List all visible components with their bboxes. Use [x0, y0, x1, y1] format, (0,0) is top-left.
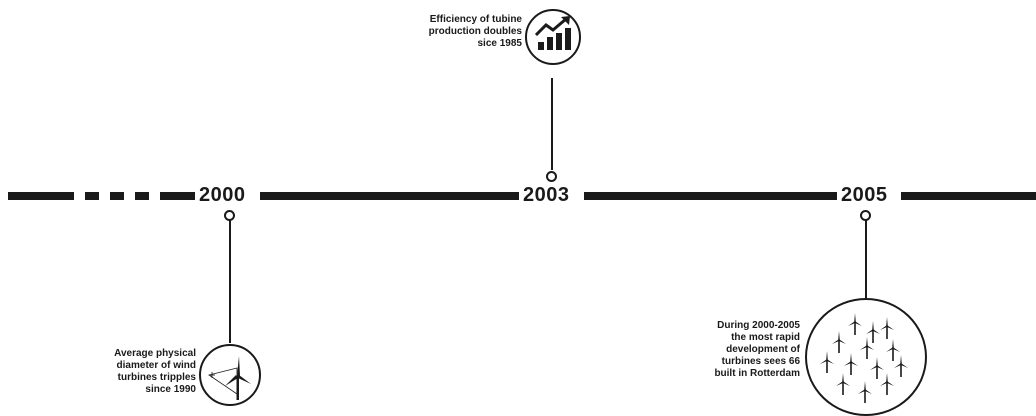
connector-line	[229, 220, 231, 343]
timeline-dash	[85, 192, 99, 200]
small-turbine-icon	[886, 339, 900, 361]
connector-line	[865, 220, 867, 302]
small-turbine-icon	[832, 331, 846, 353]
diameter-caption: Average physical diameter of wind turbin…	[114, 348, 196, 395]
small-turbine-icon	[836, 373, 850, 395]
small-turbine-icon	[870, 357, 884, 379]
small-turbine-icon	[894, 355, 908, 377]
connector-node	[546, 171, 557, 182]
year-label-2000: 2000	[199, 184, 246, 206]
wind-farm-icon	[820, 313, 908, 403]
small-turbine-icon	[848, 313, 862, 335]
timeline-segment	[901, 192, 1036, 200]
year-label-2003: 2003	[523, 184, 570, 206]
year-label-2005: 2005	[841, 184, 888, 206]
diameter-icon-circle	[199, 344, 261, 406]
small-turbine-icon	[880, 373, 894, 395]
small-turbine-icon	[858, 381, 872, 403]
small-turbine-icon	[844, 353, 858, 375]
small-turbine-icon	[866, 321, 880, 343]
bar-chart-growth-icon	[534, 16, 571, 50]
timeline-dash	[110, 192, 124, 200]
small-turbine-icon	[820, 351, 834, 373]
efficiency-caption: Efficiency of tubine production doubles …	[428, 14, 522, 49]
development-caption: During 2000-2005 the most rapid developm…	[714, 320, 800, 379]
small-turbine-icon	[880, 317, 894, 339]
timeline-segment	[8, 192, 74, 200]
connector-line	[551, 78, 553, 170]
small-turbine-icon	[860, 337, 874, 359]
timeline-segment	[160, 192, 195, 200]
wind-turbine-diameter-icon	[208, 356, 251, 400]
timeline-segment	[260, 192, 519, 200]
timeline-segment	[584, 192, 837, 200]
timeline-dash	[135, 192, 149, 200]
